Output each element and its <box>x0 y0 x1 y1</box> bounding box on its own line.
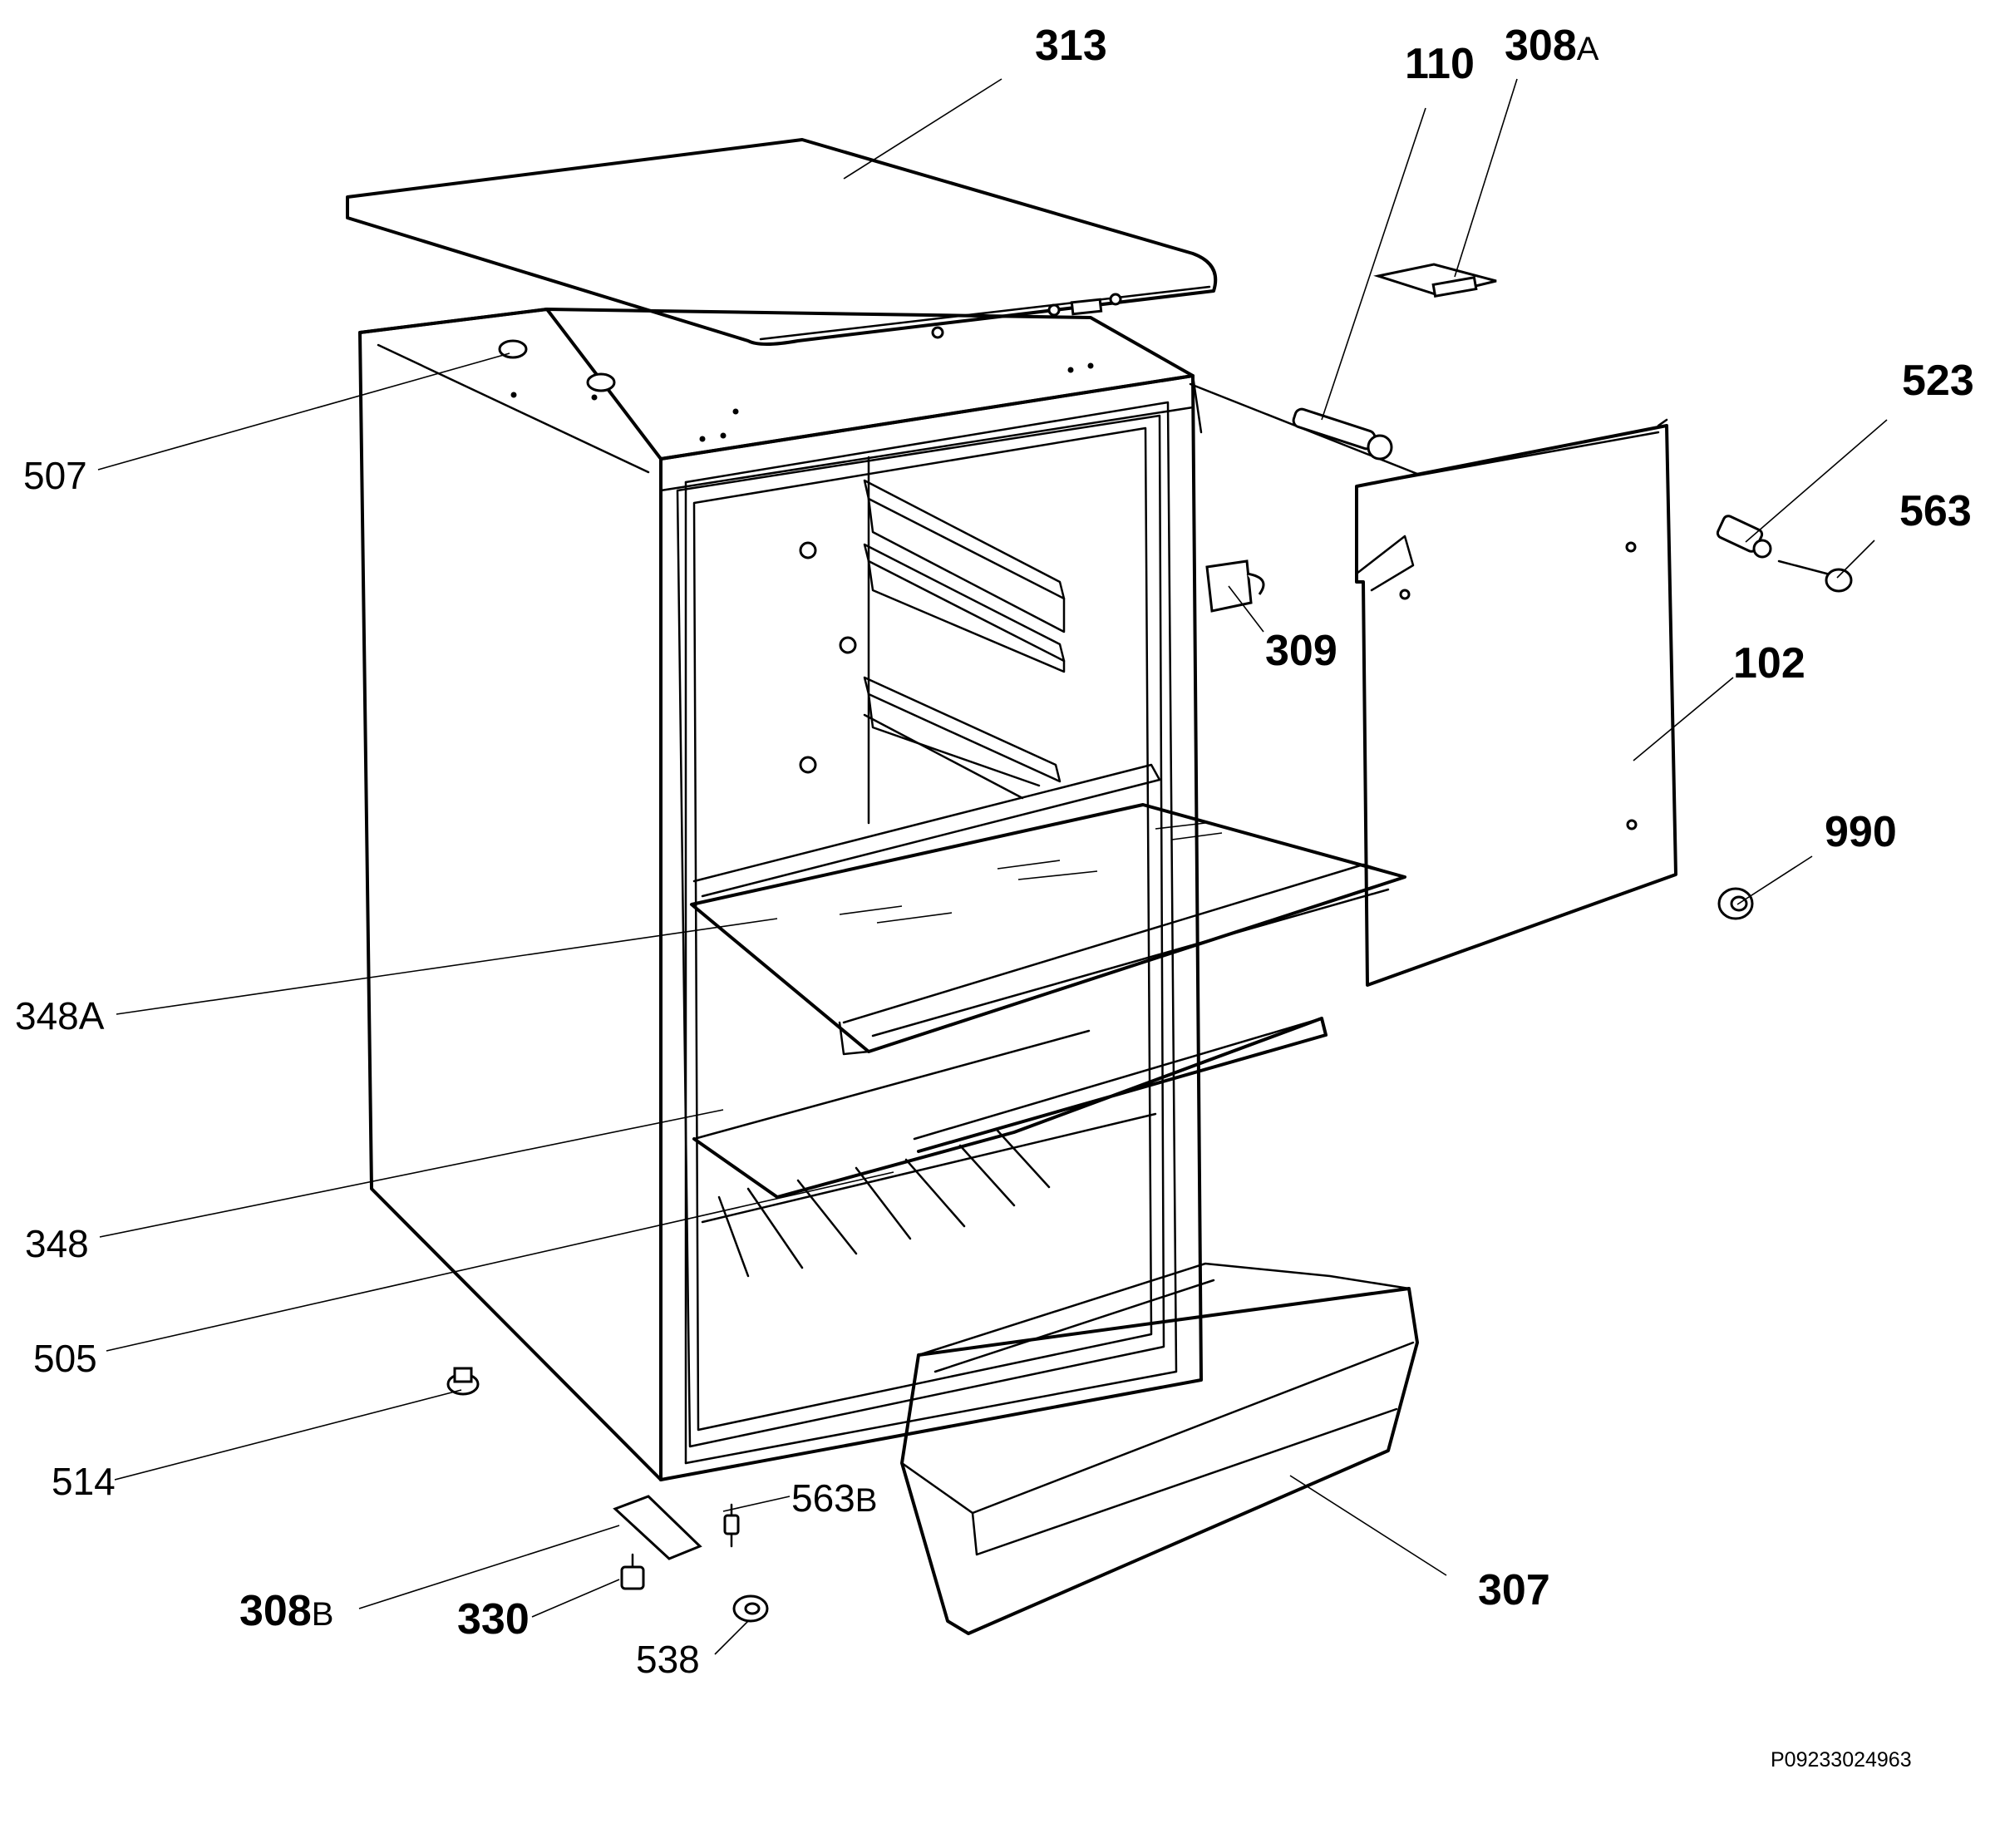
wire-rack <box>701 1112 1157 1278</box>
label-102: 102 <box>1733 639 1805 687</box>
label-563b: 563B <box>791 1476 877 1520</box>
foot-538 <box>732 1594 769 1623</box>
door <box>1355 418 1677 987</box>
diagram-code: P09233024963 <box>1771 1748 1912 1772</box>
label-507: 507 <box>23 454 87 497</box>
label-307: 307 <box>1478 1566 1550 1614</box>
label-348: 348 <box>25 1222 89 1265</box>
door-bin <box>900 1262 1419 1635</box>
label-523: 523 <box>1902 357 1974 405</box>
glass-shelf-upper <box>690 763 1406 1056</box>
foot-514 <box>446 1367 480 1396</box>
shelf-lower <box>692 1017 1328 1199</box>
label-563: 563 <box>1899 487 1972 535</box>
label-308b: 308B <box>239 1587 333 1635</box>
door-stop <box>1205 559 1265 613</box>
hinge-top <box>1373 263 1497 298</box>
label-110: 110 <box>1405 40 1475 88</box>
label-309: 309 <box>1265 627 1337 675</box>
shelf-runners <box>863 479 1066 800</box>
top-panel <box>346 138 1218 346</box>
label-348a: 348A <box>15 994 105 1037</box>
label-990: 990 <box>1825 808 1897 856</box>
cap <box>1717 887 1754 920</box>
part-labels: 313 110 308A 523 563 507 309 102 990 348… <box>15 22 1974 1772</box>
label-308a: 308A <box>1505 22 1599 70</box>
hinge-bottom <box>613 1495 702 1560</box>
screw <box>1777 559 1853 593</box>
bushing <box>1716 515 1772 559</box>
label-514: 514 <box>52 1460 116 1503</box>
label-505: 505 <box>33 1337 97 1380</box>
hinge-rod <box>1189 382 1419 476</box>
label-330: 330 <box>457 1595 530 1643</box>
label-538: 538 <box>636 1638 700 1681</box>
pin-330 <box>620 1553 645 1590</box>
leader-lines <box>97 78 1888 1655</box>
caps-507 <box>498 339 616 392</box>
label-313: 313 <box>1035 22 1107 70</box>
